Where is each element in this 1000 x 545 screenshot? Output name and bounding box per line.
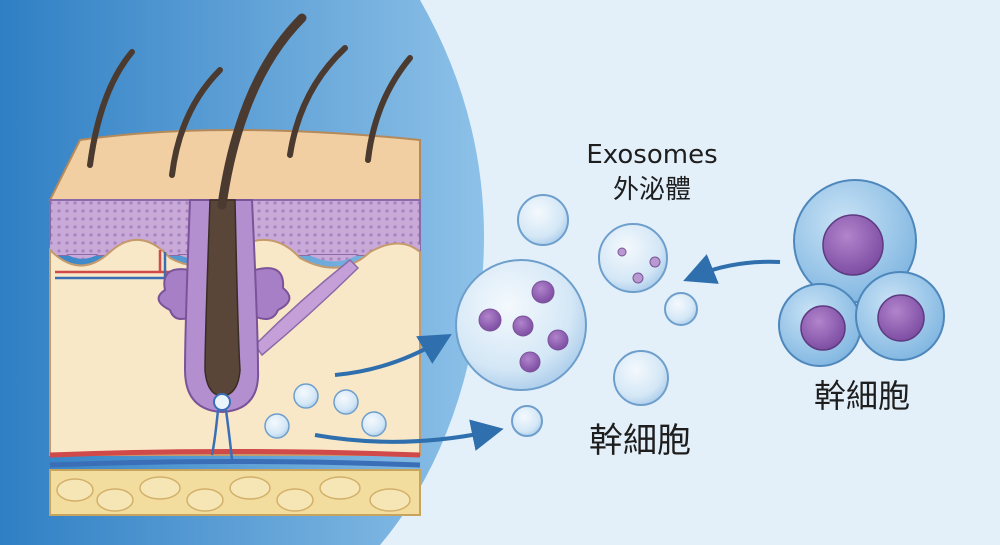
exosomes-label-en: Exosomes <box>586 140 717 170</box>
hair-shaft <box>204 199 241 397</box>
arrow-to-stem-cell-label <box>314 419 504 451</box>
skin-cross-section <box>48 13 421 516</box>
sebaceous-gland-right <box>250 267 291 320</box>
hairs <box>87 13 413 210</box>
exosome <box>517 194 569 246</box>
arrow-from-stem-cells <box>683 254 781 284</box>
arrow-to-large-exosome <box>334 333 452 377</box>
exosome <box>664 292 698 326</box>
dermal-papilla <box>213 393 231 411</box>
skin-surface <box>48 129 421 207</box>
papilla-vessels <box>210 409 234 461</box>
exosome <box>511 405 543 437</box>
small-exosomes <box>264 383 387 439</box>
stem-cell-label-center: 幹細胞 <box>589 421 691 461</box>
arrector-pili-muscle <box>254 258 360 357</box>
blood-vessel-blue <box>49 459 421 468</box>
exosomes-label-zh: 外泌體 <box>613 175 691 205</box>
exosome-large <box>455 259 587 391</box>
exosome <box>613 350 669 406</box>
exosome-medium <box>598 223 668 293</box>
stem-cell-cluster <box>778 179 945 367</box>
blood-vessel-red <box>49 449 421 458</box>
fat-cells <box>56 476 411 512</box>
stem-cell-label-right: 幹細胞 <box>814 377 910 415</box>
